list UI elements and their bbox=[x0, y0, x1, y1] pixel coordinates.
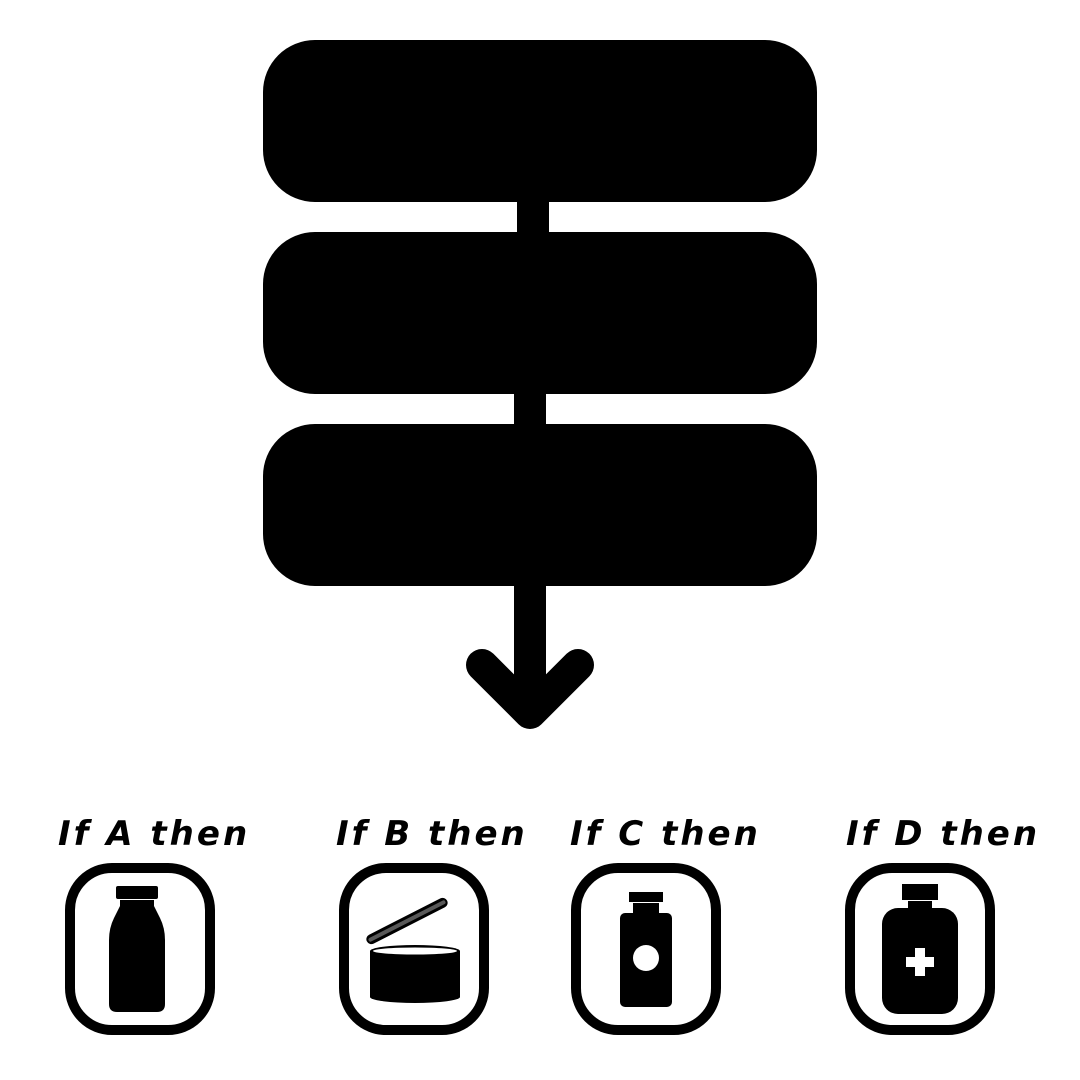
option-b-label: If B then bbox=[336, 814, 528, 854]
down-arrow-icon bbox=[466, 584, 594, 729]
option-a-label: If A then bbox=[58, 814, 250, 854]
flow-box-2 bbox=[263, 232, 817, 394]
option-d-card bbox=[845, 863, 995, 1035]
option-c-label: If C then bbox=[570, 814, 761, 854]
flow-box-1 bbox=[263, 40, 817, 202]
option-a-card bbox=[65, 863, 215, 1035]
option-c-card bbox=[571, 863, 721, 1035]
medical-cross-icon bbox=[906, 948, 934, 976]
option-d-label: If D then bbox=[846, 814, 1040, 854]
bottle-icon bbox=[109, 886, 165, 1012]
lotion-bottle-icon bbox=[620, 892, 672, 1007]
option-b-card bbox=[339, 863, 489, 1035]
flow-box-3 bbox=[263, 424, 817, 586]
medicine-bottle-icon bbox=[882, 884, 958, 1014]
connector-2-3 bbox=[514, 392, 546, 426]
connector-1-2 bbox=[517, 200, 549, 234]
open-jar-icon bbox=[366, 897, 460, 1003]
